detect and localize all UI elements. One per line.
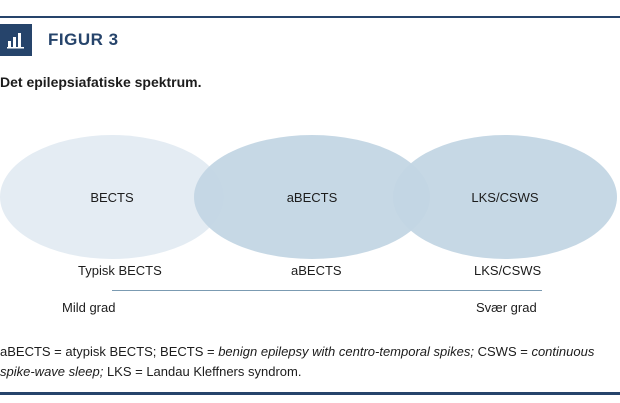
ellipse-label-abects: aBECTS: [287, 190, 338, 205]
caption-part-italic: benign epilepsy with centro-temporal spi…: [218, 344, 474, 359]
ellipse-becTS: [0, 135, 224, 259]
caption-part: CSWS =: [474, 344, 532, 359]
scale-label-mild: Mild grad: [62, 300, 116, 315]
ellipse-label-lks-csws: LKS/CSWS: [471, 190, 539, 205]
bar-chart-icon: [0, 24, 32, 56]
figure-subtitle: Det epilepsiafatiske spektrum.: [0, 74, 202, 90]
row-label-abects: aBECTS: [291, 263, 342, 278]
caption-part: LKS = Landau Kleffners syndrom.: [103, 364, 302, 379]
ellipse-abects: [194, 135, 430, 259]
figure-label: FIGUR 3: [48, 30, 119, 49]
ellipse-label-becTS: BECTS: [90, 190, 134, 205]
top-rule: [0, 16, 620, 18]
figure-caption: aBECTS = atypisk BECTS; BECTS = benign e…: [0, 342, 610, 382]
caption-part: aBECTS = atypisk BECTS; BECTS =: [0, 344, 219, 359]
scale-label-severe: Svær grad: [476, 300, 537, 315]
row-label-typical-becTS: Typisk BECTS: [78, 263, 162, 278]
row-label-lks-csws: LKS/CSWS: [474, 263, 542, 278]
ellipse-lks-csws: [393, 135, 617, 259]
severity-scale-line: [112, 290, 542, 291]
bottom-rule: [0, 392, 620, 395]
caption-part-italic: continuous spike-wave sleep;: [0, 344, 595, 379]
spectrum-diagram: BECTS aBECTS LKS/CSWS: [0, 135, 617, 259]
